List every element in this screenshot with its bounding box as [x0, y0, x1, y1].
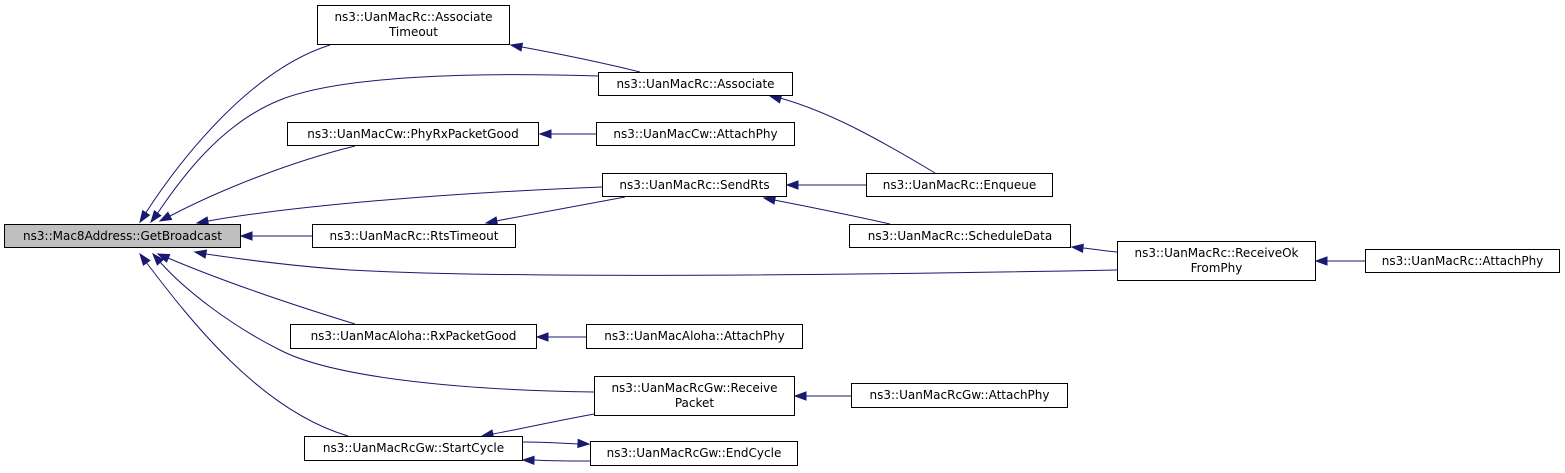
edge-gw_receive-to-gw_startcycle [480, 412, 601, 439]
node-label: ns3::UanMacCw::AttachPhy [613, 126, 778, 141]
edge-associate-to-getbroadcast [150, 74, 599, 224]
edge-receiveok-to-scheduledata [1070, 243, 1118, 253]
edge-line [144, 44, 331, 215]
edge-line [207, 186, 603, 222]
arrowhead [768, 94, 783, 104]
arrowhead [762, 195, 777, 205]
arrowhead [509, 42, 524, 52]
edge-gw_attach-to-gw_receive [793, 391, 851, 401]
edge-line [522, 441, 579, 445]
edge-rtstimeout-to-getbroadcast [239, 231, 312, 241]
arrowhead [484, 216, 499, 226]
node-uanmacrcgw-endcycle[interactable]: ns3::UanMacRcGw::EndCycle [590, 441, 798, 466]
edge-line [156, 74, 599, 215]
node-uanmacrc-associatetimeout[interactable]: ns3::UanMacRc::Associate Timeout [317, 5, 510, 45]
node-label: ns3::UanMacRc::SendRts [619, 177, 770, 192]
node-label: ns3::Mac8Address::GetBroadcast [23, 228, 222, 243]
node-label: ns3::UanMacRcGw::AttachPhy [869, 388, 1050, 402]
edge-line [779, 97, 936, 174]
node-uanmacaloha-attachphy[interactable]: ns3::UanMacAloha::AttachPhy [586, 324, 803, 349]
edge-sendrts-to-getbroadcast [195, 186, 603, 226]
edge-aloha_rx-to-getbroadcast [156, 253, 356, 325]
arrowhead [193, 249, 208, 259]
edge-line [169, 145, 356, 217]
node-label: ns3::UanMacRcGw::StartCycle [322, 441, 505, 455]
edge-line [492, 412, 601, 435]
edge-line [773, 199, 891, 225]
node-uanmacrc-receiveokfromphy[interactable]: ns3::UanMacRc::ReceiveOk FromPhy [1117, 241, 1316, 281]
node-uanmacrc-enqueue[interactable]: ns3::UanMacRc::Enqueue [866, 173, 1053, 197]
arrowhead [577, 438, 591, 449]
edge-cw_attach-to-cw_phyrx [538, 129, 596, 139]
node-uanmacrcgw-receivepacket[interactable]: ns3::UanMacRcGw::Receive Packet [594, 376, 795, 416]
edge-line [533, 459, 591, 462]
node-label: ns3::UanMacRc::ScheduleData [867, 228, 1053, 243]
edge-gw_startcycle-to-gw_endcycle [522, 438, 591, 449]
edge-line [159, 261, 595, 393]
edge-gw_endcycle-to-gw_startcycle [521, 455, 591, 466]
node-uanmaccw-phyrxpacketgood[interactable]: ns3::UanMacCw::PhyRxPacketGood [287, 122, 539, 146]
edge-line [495, 196, 626, 222]
edge-sendrts-to-rtstimeout [484, 196, 626, 226]
arrowhead [538, 129, 552, 139]
node-uanmacrc-attachphy[interactable]: ns3::UanMacRc::AttachPhy [1365, 249, 1560, 273]
arrowhead [535, 332, 549, 342]
node-label: ns3::UanMacRc::Associate [616, 76, 775, 91]
node-uanmacrcgw-attachphy[interactable]: ns3::UanMacRcGw::AttachPhy [851, 383, 1068, 408]
node-label: ns3::UanMacAloha::AttachPhy [604, 329, 785, 343]
node-uanmacrc-sendrts[interactable]: ns3::UanMacRc::SendRts [602, 173, 787, 197]
edge-cw_phyrx-to-getbroadcast [158, 145, 356, 222]
node-label: ns3::UanMacRc::AttachPhy [1381, 253, 1544, 268]
edge-associate-to-associate_timeout [509, 42, 641, 73]
node-uanmaccw-attachphy[interactable]: ns3::UanMacCw::AttachPhy [596, 122, 795, 146]
edge-line [1082, 247, 1118, 253]
node-label: ns3::UanMacRc::Enqueue [882, 177, 1037, 192]
edge-receiveok-to-getbroadcast [193, 249, 1118, 276]
node-uanmacrc-rtstimeout[interactable]: ns3::UanMacRc::RtsTimeout [312, 224, 516, 248]
node-uanmacaloha-rxpacketgood[interactable]: ns3::UanMacAloha::RxPacketGood [290, 324, 537, 349]
arrowhead [152, 252, 165, 266]
edge-aloha_attach-to-aloha_rx [535, 332, 586, 342]
edge-associate_timeout-to-getbroadcast [139, 44, 331, 224]
node-uanmacrcgw-startcycle[interactable]: ns3::UanMacRcGw::StartCycle [304, 436, 523, 461]
node-mac8address-getbroadcast: ns3::Mac8Address::GetBroadcast [4, 224, 241, 248]
arrowhead [158, 211, 173, 222]
edge-gw_receive-to-getbroadcast [152, 252, 595, 393]
node-label: ns3::UanMacRc::RtsTimeout [329, 228, 499, 243]
arrowhead [139, 209, 151, 224]
arrowhead [1070, 243, 1084, 253]
arrowhead [139, 252, 151, 267]
arrowhead [150, 209, 162, 224]
arrowhead [195, 216, 210, 226]
arrowhead [785, 180, 799, 190]
edge-rc_attach-to-receiveok [1314, 256, 1365, 266]
node-label: ns3::UanMacRcGw::EndCycle [606, 446, 782, 460]
edge-line [205, 253, 1118, 276]
arrowhead [156, 253, 171, 263]
edge-scheduledata-to-sendrts [762, 195, 891, 225]
arrowhead [793, 391, 807, 401]
node-label: ns3::UanMacRcGw::Receive Packet [611, 381, 778, 410]
node-label: ns3::UanMacAloha::RxPacketGood [310, 329, 517, 343]
edge-line [145, 261, 349, 437]
edge-line [167, 257, 356, 325]
arrowhead [239, 231, 253, 241]
edge-gw_startcycle-to-getbroadcast [139, 252, 349, 437]
arrowhead [1314, 256, 1328, 266]
edge-enqueue-to-sendrts [785, 180, 866, 190]
node-label: ns3::UanMacCw::PhyRxPacketGood [307, 126, 519, 141]
node-uanmacrc-scheduledata[interactable]: ns3::UanMacRc::ScheduleData [849, 224, 1071, 248]
edge-line [521, 46, 641, 73]
arrowhead [521, 455, 535, 466]
node-label: ns3::UanMacRc::Associate Timeout [334, 10, 493, 39]
node-uanmacrc-associate[interactable]: ns3::UanMacRc::Associate [598, 72, 793, 96]
node-label: ns3::UanMacRc::ReceiveOk FromPhy [1134, 246, 1299, 275]
